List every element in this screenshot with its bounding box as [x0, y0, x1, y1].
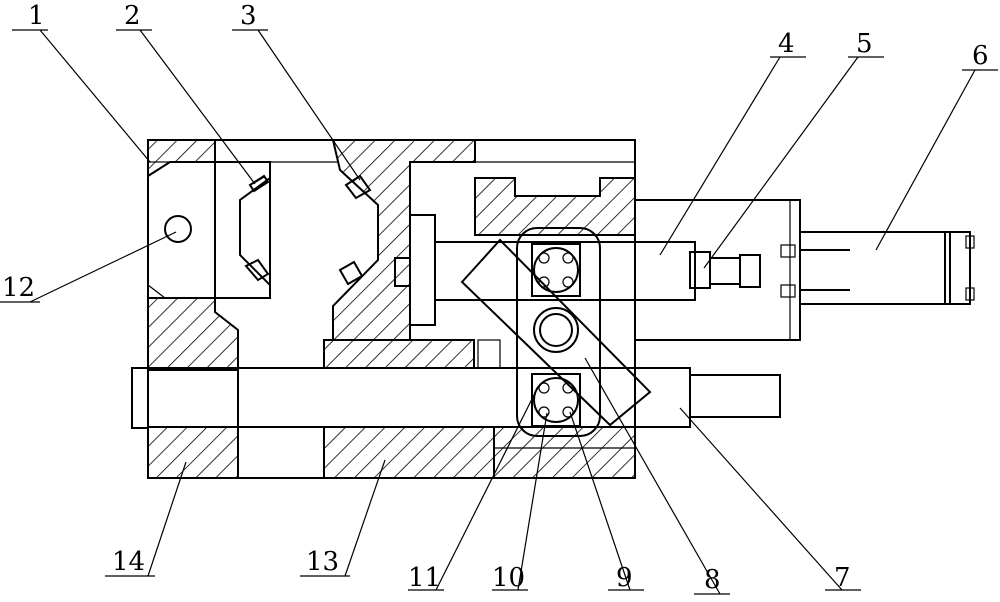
- callout-3: 3: [240, 1, 257, 31]
- callout-labels: 1 2 3 4 5 6 7 8 9 10 11 12 13 14: [2, 1, 989, 595]
- part-14-base-block: [147, 297, 239, 479]
- callout-1: 1: [28, 1, 45, 31]
- callout-5: 5: [856, 29, 873, 59]
- callout-9: 9: [616, 563, 633, 593]
- right-housing: [394, 177, 636, 479]
- lower-joint: [531, 373, 581, 427]
- central-link-plate: [516, 227, 601, 437]
- callout-2: 2: [124, 1, 141, 31]
- callout-6: 6: [972, 41, 989, 71]
- part-12-pin: [164, 215, 192, 243]
- part-7-lower-rod: [131, 367, 781, 429]
- callout-10: 10: [492, 563, 525, 593]
- cylinder-housing: [634, 199, 801, 341]
- callout-12: 12: [2, 273, 35, 303]
- callout-8: 8: [704, 565, 721, 595]
- part-2-jaw: [214, 161, 271, 299]
- upper-joint: [531, 243, 581, 297]
- callout-11: 11: [408, 563, 441, 593]
- callout-13: 13: [306, 547, 339, 577]
- center-pin: [533, 307, 579, 353]
- part-13-base-block: [323, 339, 495, 479]
- part-8-linkage-plate: [460, 238, 652, 427]
- callout-7: 7: [834, 563, 851, 593]
- part-6-cylinder: [780, 231, 975, 305]
- callout-4: 4: [778, 29, 795, 59]
- part-1-clamp-block: [147, 139, 216, 299]
- part-5-connector: [689, 251, 761, 289]
- callout-14: 14: [112, 547, 145, 577]
- part-3-v-jaw: [331, 139, 476, 341]
- part-4-piston-rod: [434, 241, 696, 301]
- leader-lines: [0, 29, 998, 595]
